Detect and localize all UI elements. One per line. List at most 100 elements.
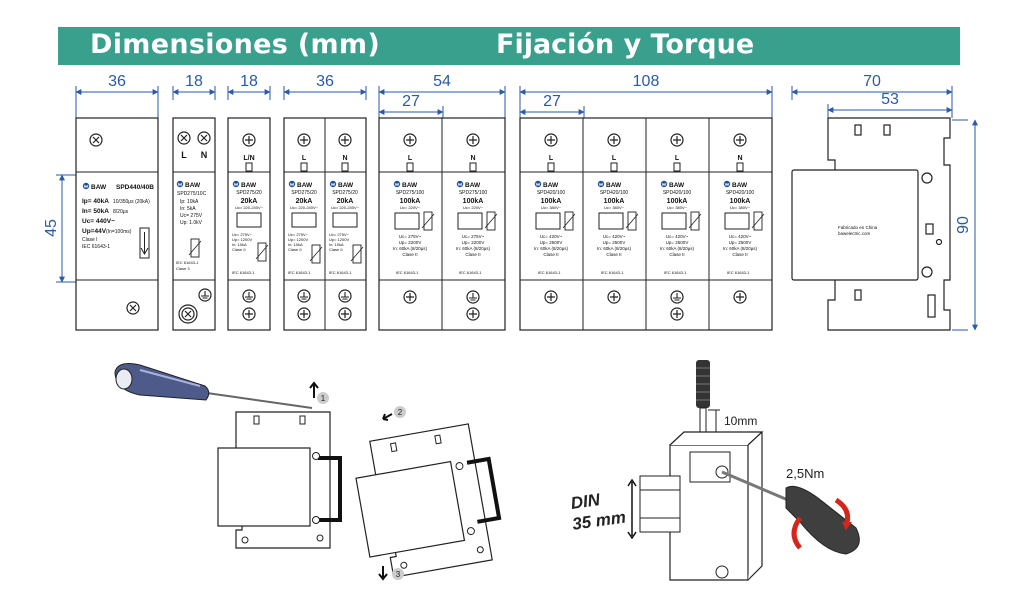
svg-text:IEC 61643-1: IEC 61643-1 — [288, 270, 311, 275]
svg-text:Uc= 275V~: Uc= 275V~ — [399, 234, 422, 239]
svg-text:Clase II: Clase II — [543, 252, 558, 257]
svg-text:Up= 2200V: Up= 2200V — [399, 240, 422, 245]
dim-53: 53 — [881, 91, 899, 108]
side-view — [791, 117, 951, 331]
dim-45: 45 — [43, 219, 60, 237]
svg-text:IEC 61643-1: IEC 61643-1 — [727, 270, 750, 275]
svg-text:(In=100ms): (In=100ms) — [106, 229, 132, 235]
svg-text:Uc= 220V~: Uc= 220V~ — [463, 205, 484, 210]
side-website: bawelectric.com — [838, 231, 871, 236]
dim-90: 90 — [955, 216, 972, 234]
svg-text:Uc= 220-240V~: Uc= 220-240V~ — [331, 205, 360, 210]
svg-text:100kA: 100kA — [541, 198, 562, 205]
module-spd440-40b: BAW SPD440/40B Ip= 40kA 10/350μs (20kA) … — [75, 117, 159, 331]
svg-text:20kA: 20kA — [337, 198, 354, 205]
svg-text:In: 10kA: In: 10kA — [232, 242, 247, 247]
svg-text:IEC 61643-1: IEC 61643-1 — [232, 270, 255, 275]
svg-text:Uc= 275V~: Uc= 275V~ — [329, 232, 350, 237]
m1-in: In= 50kA — [82, 208, 109, 215]
svg-text:In: 60kA (8/20μs): In: 60kA (8/20μs) — [534, 246, 569, 251]
dim-108: 108 — [633, 73, 660, 90]
m1-model: SPD440/40B — [116, 184, 154, 191]
module-spd275-20-single: L/N BAW SPD275/20 20kA Uc= 220-240V~ Uc=… — [227, 117, 271, 331]
svg-text:BAW: BAW — [606, 182, 622, 189]
svg-text:Uc= 380V~: Uc= 380V~ — [604, 205, 625, 210]
module-spd275-10c: L N BAW SPD275/10C Ip: 10kA In: 5kA Uc= … — [172, 117, 216, 331]
svg-text:N: N — [470, 155, 475, 162]
svg-text:IEC 61643-1: IEC 61643-1 — [601, 270, 624, 275]
svg-text:SPD420/100: SPD420/100 — [537, 190, 566, 196]
svg-text:N: N — [342, 155, 347, 162]
svg-text:100kA: 100kA — [667, 198, 688, 205]
svg-text:Clase II: Clase II — [669, 252, 684, 257]
title-banner: Dimensiones (mm) Fijación y Torque — [58, 27, 960, 65]
svg-text:L/N: L/N — [243, 155, 254, 162]
fixing-torque-title: Fijación y Torque — [496, 29, 755, 60]
svg-text:BAW: BAW — [732, 182, 748, 189]
svg-text:BAW: BAW — [669, 182, 685, 189]
svg-text:Uc= 420V~: Uc= 420V~ — [540, 234, 563, 239]
screwdriver-release-illustration: 1 — [114, 363, 342, 549]
svg-text:Uc= 420V~: Uc= 420V~ — [666, 234, 689, 239]
svg-text:100kA: 100kA — [463, 198, 484, 205]
side-made-in: Fabricado en China — [838, 225, 878, 230]
svg-text:8/20μs: 8/20μs — [113, 209, 129, 215]
svg-text:Up= 2500V: Up= 2500V — [666, 240, 689, 245]
svg-text:L: L — [181, 150, 187, 160]
torque-value: 2,5Nm — [786, 466, 824, 481]
svg-text:L: L — [549, 155, 554, 162]
svg-text:IEC 61643-1: IEC 61643-1 — [396, 270, 419, 275]
svg-text:In: 10kA: In: 10kA — [288, 242, 303, 247]
m1-ip: Ip= 40kA — [82, 198, 109, 205]
svg-text:20kA: 20kA — [241, 198, 258, 205]
svg-text:IEC 61643-1: IEC 61643-1 — [329, 270, 352, 275]
svg-text:Up: 1.0kV: Up: 1.0kV — [180, 220, 203, 226]
svg-text:Uc= 275V: Uc= 275V — [180, 213, 203, 219]
dim-27-a: 27 — [402, 93, 420, 110]
dimension-lines — [56, 86, 978, 331]
module-spd275-100: L BAW SPD275/100 100kA Uc= 220V~ Uc= 275… — [378, 117, 506, 331]
svg-text:Ip: 10kA: Ip: 10kA — [180, 199, 199, 205]
svg-text:L: L — [612, 155, 617, 162]
svg-text:Clase II: Clase II — [606, 252, 621, 257]
svg-text:Clase 3: Clase 3 — [176, 266, 190, 271]
svg-text:Up= 1200V: Up= 1200V — [232, 237, 252, 242]
svg-text:Uc= 380V~: Uc= 380V~ — [667, 205, 688, 210]
svg-text:Clase I: Clase I — [82, 237, 98, 243]
svg-text:Up= 2500V: Up= 2500V — [540, 240, 563, 245]
m1-up: Up=44V — [82, 228, 107, 235]
svg-text:Uc= 380V~: Uc= 380V~ — [541, 205, 562, 210]
svg-text:IEC 61643-1: IEC 61643-1 — [176, 260, 199, 265]
step-3-label: 3 — [396, 570, 401, 579]
svg-text:N: N — [737, 155, 742, 162]
wiring-torque-illustration: 10mm 2,5Nm DIN 35 mm — [569, 360, 860, 581]
step-2-label: 2 — [398, 408, 403, 417]
svg-text:Uc= 220-240V~: Uc= 220-240V~ — [235, 205, 264, 210]
svg-text:SPD420/100: SPD420/100 — [600, 190, 629, 196]
dim-54: 54 — [433, 73, 451, 90]
svg-text:In: 60kA (8/20μs): In: 60kA (8/20μs) — [660, 246, 695, 251]
svg-text:Clase II: Clase II — [402, 252, 417, 257]
svg-text:Up= 2200V: Up= 2200V — [462, 240, 485, 245]
svg-text:100kA: 100kA — [604, 198, 625, 205]
svg-text:Uc= 220-240V~: Uc= 220-240V~ — [290, 205, 319, 210]
svg-text:Up= 2500V: Up= 2500V — [603, 240, 626, 245]
svg-text:N: N — [201, 150, 208, 160]
svg-text:Uc= 420V~: Uc= 420V~ — [603, 234, 626, 239]
dimensions-title: Dimensiones (mm) — [90, 29, 380, 60]
svg-text:BAW: BAW — [543, 182, 559, 189]
svg-text:Uc= 275V~: Uc= 275V~ — [288, 232, 309, 237]
svg-text:In: 60kA (8/20μs): In: 60kA (8/20μs) — [597, 246, 632, 251]
svg-text:20kA: 20kA — [296, 198, 313, 205]
svg-text:L: L — [675, 155, 680, 162]
svg-text:Uc= 380V~: Uc= 380V~ — [730, 205, 751, 210]
svg-text:In: 10kA: In: 10kA — [329, 242, 344, 247]
svg-text:BAW: BAW — [338, 182, 354, 189]
svg-text:IEC 61643-1: IEC 61643-1 — [459, 270, 482, 275]
svg-text:Uc= 220V~: Uc= 220V~ — [400, 205, 421, 210]
svg-text:Uc= 420V~: Uc= 420V~ — [729, 234, 752, 239]
svg-text:Uc= 275V~: Uc= 275V~ — [462, 234, 485, 239]
svg-text:L: L — [302, 155, 307, 162]
svg-text:In: 60kA (8/20μs): In: 60kA (8/20μs) — [393, 246, 428, 251]
